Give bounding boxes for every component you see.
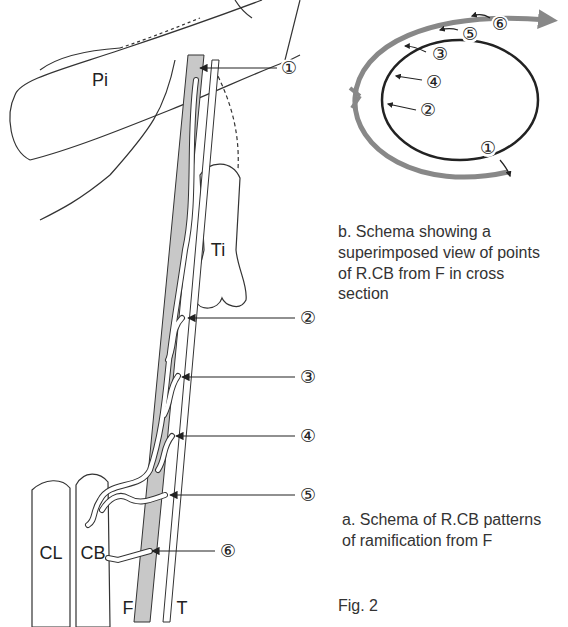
rotation-arrow (355, 18, 548, 177)
callout-number: ① (479, 139, 497, 157)
part-label: Pi (92, 71, 108, 89)
part-label: Ti (211, 241, 225, 259)
cross-section-ellipse (382, 40, 538, 160)
callout-number: ② (299, 309, 317, 327)
callout-number: ③ (299, 368, 317, 386)
part-label: F (123, 599, 134, 617)
callout-number: ④ (299, 427, 317, 445)
callout-number: ⑤ (461, 25, 479, 43)
callout-number: ① (280, 59, 298, 77)
callout-number: ④ (425, 73, 443, 91)
callout-number: ② (419, 101, 437, 119)
figure-caption: Fig. 2 (338, 596, 378, 617)
callout-number: ③ (431, 45, 449, 63)
part-label: CB (80, 544, 105, 562)
small-arrows (388, 15, 510, 176)
callout-number: ⑥ (491, 15, 509, 33)
leader-lines (152, 68, 295, 551)
part-label: T (177, 599, 188, 617)
callout-number: ⑤ (299, 486, 317, 504)
bone-outlines (10, 0, 300, 220)
figure-caption: a. Schema of R.CB patterns of ramificati… (342, 510, 542, 552)
callout-number: ⑥ (219, 542, 237, 560)
figure-caption: b. Schema showing a superimposed view of… (338, 222, 543, 305)
vessel-cl (32, 481, 70, 627)
rcb-branches (88, 80, 196, 560)
arrow-notch (350, 88, 360, 108)
part-label: CL (39, 544, 62, 562)
